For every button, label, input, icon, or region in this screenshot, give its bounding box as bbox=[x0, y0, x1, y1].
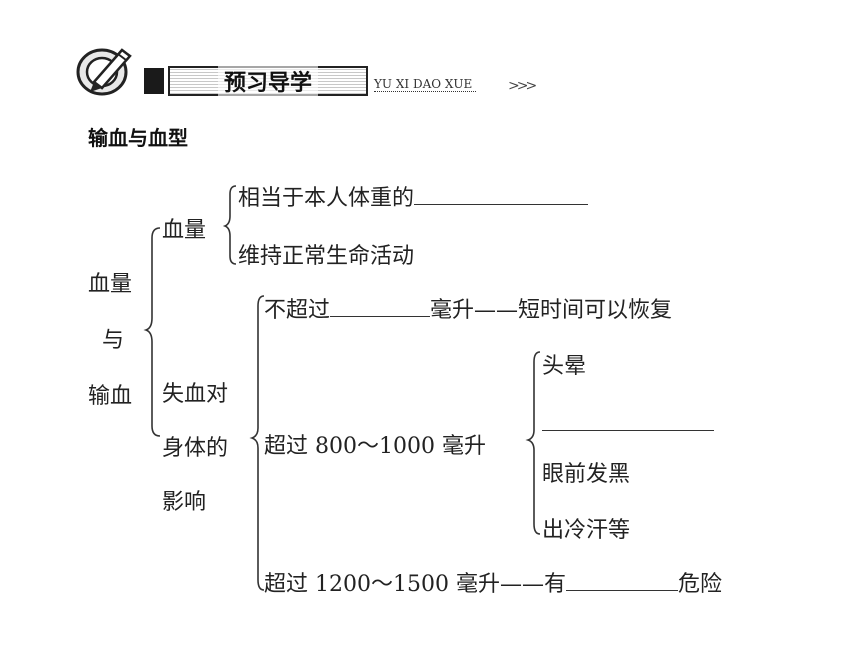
answer-blank bbox=[565, 568, 678, 591]
loss-level-3: 超过 1200～1500 毫升——有危险 bbox=[264, 566, 722, 598]
header-arrow-icon: >>> bbox=[508, 78, 537, 94]
answer-blank bbox=[330, 294, 431, 317]
symptoms-brace bbox=[525, 351, 541, 535]
blood-volume-label: 血量 bbox=[162, 218, 207, 243]
symptom-1: 头晕 bbox=[542, 354, 587, 379]
loss-level-1: 不超过毫升——短时间可以恢复 bbox=[264, 292, 672, 324]
blood-volume-item-1: 相当于本人体重的 bbox=[238, 180, 589, 212]
root-label-line3: 输血 bbox=[88, 384, 133, 409]
header-banner: 预习导学 bbox=[168, 65, 368, 97]
root-brace bbox=[143, 227, 161, 437]
blood-loss-label-line1: 失血对 bbox=[162, 382, 229, 407]
answer-blank bbox=[414, 182, 589, 205]
root-label-line1: 血量 bbox=[88, 272, 133, 297]
blood-loss-label-line2: 身体的 bbox=[162, 436, 229, 461]
blood-loss-label-line3: 影响 bbox=[162, 490, 207, 515]
blood-volume-item-2: 维持正常生命活动 bbox=[238, 244, 415, 269]
header-subtitle: YU XI DAO XUE bbox=[374, 77, 477, 92]
section-title: 输血与血型 bbox=[88, 126, 188, 150]
symptom-3: 眼前发黑 bbox=[542, 462, 631, 487]
blood-volume-brace bbox=[222, 185, 237, 265]
answer-blank bbox=[542, 408, 714, 431]
symptom-4: 出冷汗等 bbox=[542, 518, 631, 543]
header-title: 预习导学 bbox=[217, 65, 318, 97]
blood-loss-brace bbox=[249, 295, 265, 591]
loss-level-2: 超过 800～1000 毫升 bbox=[264, 434, 486, 459]
symptom-2 bbox=[542, 408, 714, 437]
root-label-line2: 与 bbox=[102, 328, 125, 353]
pen-circle-icon bbox=[76, 48, 132, 96]
header-block-decoration bbox=[144, 68, 164, 94]
